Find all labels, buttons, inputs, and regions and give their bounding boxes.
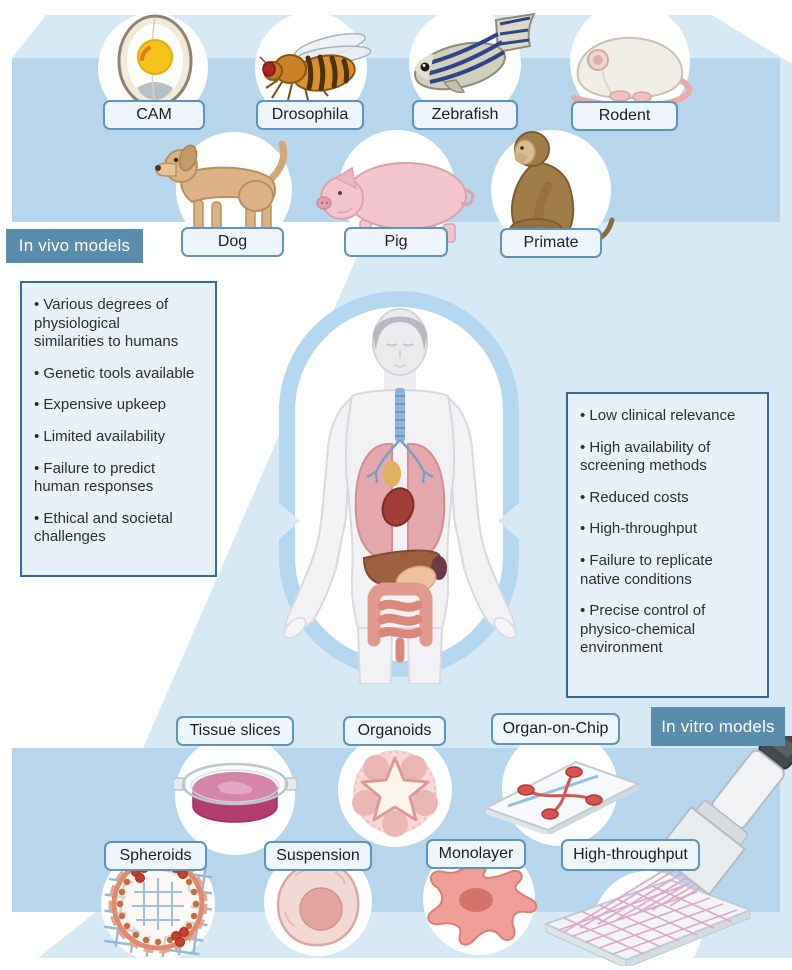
- drosophila-fly-icon: [248, 22, 372, 106]
- note-item: • Reduced costs: [580, 488, 689, 506]
- label-cam: CAM: [103, 100, 205, 130]
- label-organ-on-chip: Organ-on-Chip: [491, 713, 620, 745]
- label-pig: Pig: [344, 227, 448, 257]
- monolayer-cell-icon: [416, 856, 542, 950]
- label-high-throughput: High-throughput: [561, 839, 700, 871]
- human-anatomy-icon: [278, 292, 522, 684]
- label-suspension: Suspension: [264, 841, 372, 871]
- in-vivo-notes-box: • Various degrees of physiological simil…: [20, 281, 217, 577]
- label-monolayer: Monolayer: [426, 839, 526, 869]
- note-item: • Genetic tools available: [34, 364, 195, 382]
- in-vitro-models-badge: In vitro models: [651, 707, 785, 746]
- label-spheroids: Spheroids: [104, 841, 207, 871]
- organoid-icon: [340, 742, 450, 842]
- tissue-slices-dish-icon: [173, 748, 297, 836]
- note-item: • Limited availability: [34, 427, 166, 445]
- note-item: • Ethical and societal challenges: [34, 509, 173, 546]
- zebrafish-icon: [398, 10, 538, 110]
- organ-on-chip-icon: [478, 750, 644, 834]
- note-item: • High-throughput: [580, 520, 697, 538]
- label-tissue-slices: Tissue slices: [176, 716, 294, 746]
- in-vivo-models-badge: In vivo models: [6, 229, 143, 263]
- note-item: • Failure to replicate native conditions: [580, 551, 713, 588]
- label-dog: Dog: [181, 227, 284, 257]
- label-zebrafish: Zebrafish: [412, 100, 518, 130]
- note-item: • High availability of screening methods: [580, 438, 711, 475]
- label-rodent: Rodent: [571, 101, 678, 131]
- in-vitro-notes-box: • Low clinical relevance • High availabi…: [566, 392, 769, 698]
- high-throughput-pipette-icon: [540, 736, 792, 966]
- dog-icon: [148, 132, 300, 256]
- cam-egg-icon: [110, 12, 200, 108]
- suspension-cell-icon: [265, 852, 371, 954]
- label-drosophila: Drosophila: [256, 100, 364, 130]
- note-item: • Expensive upkeep: [34, 396, 167, 414]
- label-primate: Primate: [500, 228, 602, 258]
- note-item: • Low clinical relevance: [580, 407, 736, 424]
- note-item: • Failure to predict human responses: [34, 459, 156, 496]
- note-item: • Precise control of physico-chemical en…: [580, 602, 706, 657]
- label-organoids: Organoids: [343, 716, 446, 746]
- note-item: • Various degrees of physiological simil…: [34, 296, 179, 351]
